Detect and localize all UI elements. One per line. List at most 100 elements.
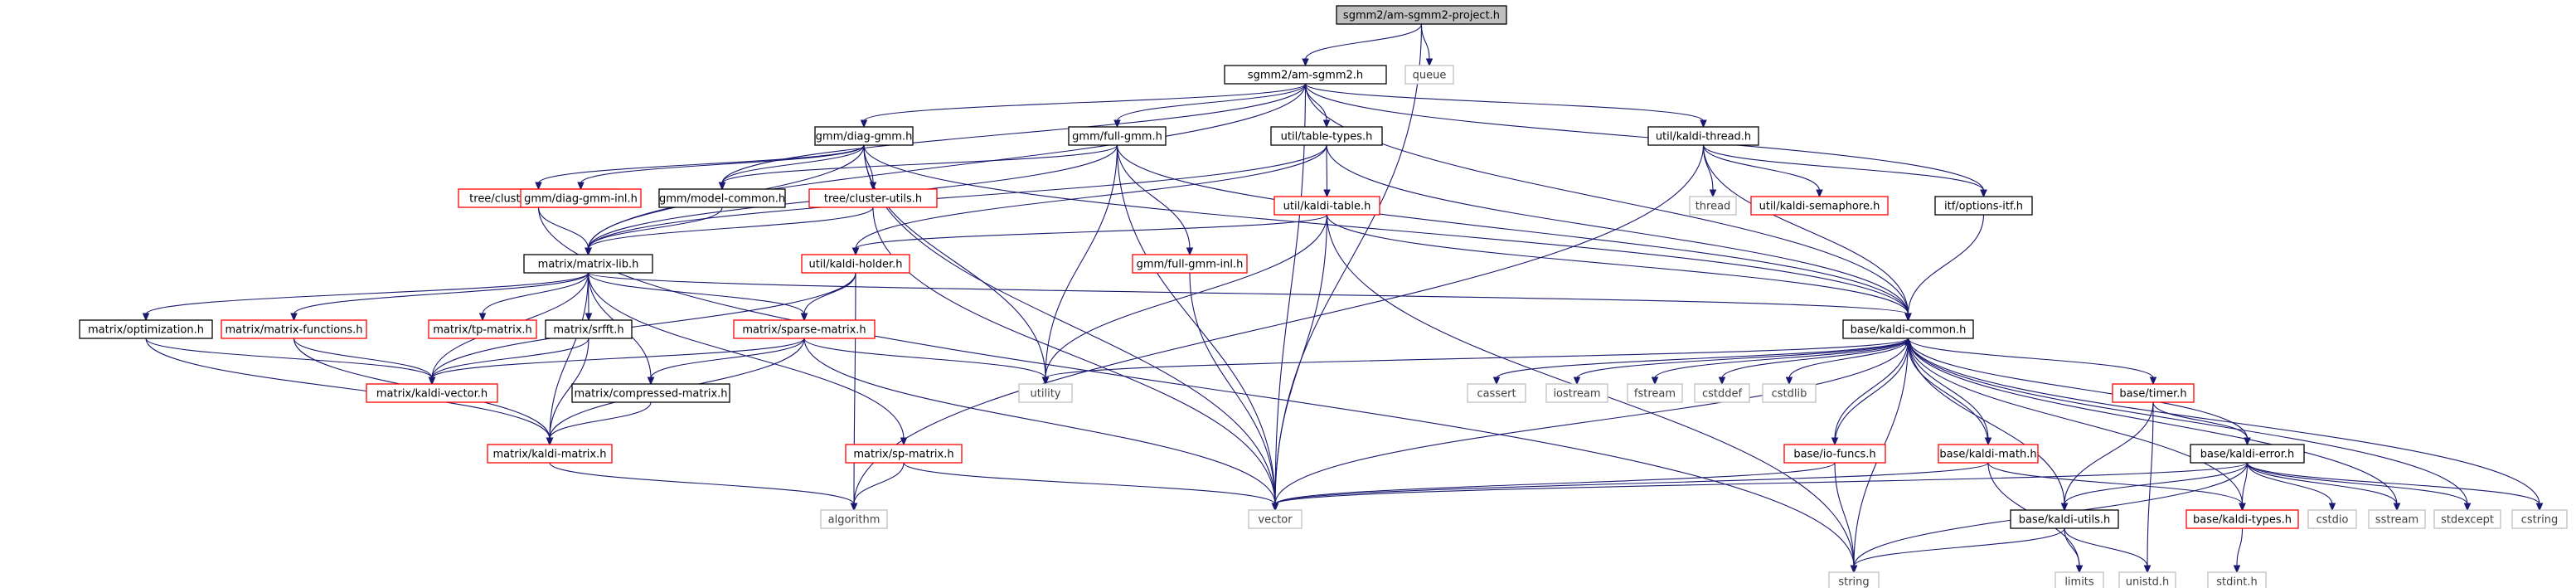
edge-kaldicommon-to-iostream — [1573, 338, 1909, 386]
node-box — [845, 444, 963, 464]
edge-sparsematrix-to-compressed — [647, 338, 805, 386]
node-semaphore[interactable]: util/kaldi-semaphore.h — [1750, 196, 1889, 216]
node-stdexcept: stdexcept — [2433, 509, 2501, 529]
node-box — [1694, 383, 1750, 403]
node-cstdio: cstdio — [2307, 509, 2357, 529]
edge-kaldicommon-to-fstream — [1651, 338, 1909, 386]
node-clusterutils[interactable]: tree/cluster-utils.h — [808, 188, 938, 208]
node-kaldimath[interactable]: base/kaldi-math.h — [1938, 444, 2039, 464]
node-kaldivector[interactable]: matrix/kaldi-vector.h — [366, 383, 498, 403]
node-kaldiholder[interactable]: util/kaldi-holder.h — [801, 254, 910, 274]
edge-amsgmm2-to-modelcommon — [718, 83, 1307, 191]
node-box — [366, 383, 498, 403]
node-srfft[interactable]: matrix/srfft.h — [545, 319, 633, 339]
node-kalditable[interactable]: util/kaldi-table.h — [1273, 196, 1380, 216]
node-label: matrix/sparse-matrix.h — [742, 324, 866, 337]
node-box — [221, 319, 367, 339]
node-label: base/kaldi-types.h — [2193, 514, 2292, 527]
node-tabletypes[interactable]: util/table-types.h — [1270, 126, 1383, 146]
node-kaldithread[interactable]: util/kaldi-thread.h — [1647, 126, 1759, 146]
node-iofuncs[interactable]: base/io-funcs.h — [1783, 444, 1886, 464]
edge-amsgmm2-to-diaggmm — [860, 83, 1307, 129]
node-matrixlib[interactable]: matrix/matrix-lib.h — [523, 254, 653, 274]
node-optionsitf[interactable]: itf/options-itf.h — [1934, 196, 2033, 216]
node-box — [1934, 196, 2033, 216]
node-stdinth: stdint.h — [2207, 571, 2267, 588]
node-label: base/kaldi-math.h — [1939, 449, 2036, 461]
edge-kaldimatrix-to-algorithm — [549, 462, 858, 512]
node-kalditypes[interactable]: base/kaldi-types.h — [2185, 509, 2299, 529]
edge-timer-to-kaldiutils — [2060, 401, 2154, 512]
node-optimization[interactable]: matrix/optimization.h — [79, 319, 213, 339]
node-label: gmm/model-common.h — [659, 193, 785, 206]
edge-kalditable-to-utility — [1041, 214, 1328, 386]
node-label: base/io-funcs.h — [1793, 449, 1875, 461]
node-label: gmm/full-gmm-inl.h — [1137, 259, 1244, 271]
node-matrixfunctions[interactable]: matrix/matrix-functions.h — [221, 319, 367, 339]
edge-kaldicommon-to-cstring — [1907, 338, 2544, 512]
node-box — [1842, 319, 1974, 339]
node-sparsematrix[interactable]: matrix/sparse-matrix.h — [733, 319, 876, 339]
node-fstream: fstream — [1627, 383, 1683, 403]
edge-matrixlib-to-optimization — [142, 272, 589, 322]
edge-kaldithread-to-semaphore — [1702, 144, 1823, 198]
node-box — [1647, 126, 1759, 146]
node-fullgmminl[interactable]: gmm/full-gmm-inl.h — [1132, 254, 1248, 274]
node-kaldicommon[interactable]: base/kaldi-common.h — [1842, 319, 1974, 339]
node-kaldierror[interactable]: base/kaldi-error.h — [2190, 444, 2305, 464]
node-label: itf/options-itf.h — [1944, 201, 2023, 213]
edge-iofuncs-to-string — [1834, 462, 1858, 574]
node-label: matrix/kaldi-matrix.h — [493, 449, 607, 461]
edge-tabletypes-to-kalditable — [1323, 144, 1331, 198]
node-compressed[interactable]: matrix/compressed-matrix.h — [571, 383, 730, 403]
node-thread: thread — [1689, 196, 1737, 216]
node-box — [1627, 383, 1683, 403]
node-root[interactable]: sgmm2/am-sgmm2-project.h — [1336, 5, 1507, 25]
edge-iofuncs-to-vector — [1271, 462, 1836, 512]
node-cstring: cstring — [2511, 509, 2568, 529]
edge-matrixfunctions-to-kaldivector — [293, 338, 436, 386]
node-box — [520, 188, 642, 208]
node-label: gmm/diag-gmm.h — [816, 131, 913, 143]
node-label: matrix/kaldi-vector.h — [376, 388, 488, 401]
edge-kaldierror-to-kalditypes — [2239, 462, 2249, 512]
edge-diaggmm-to-clusterable — [535, 144, 865, 191]
node-box — [1224, 65, 1387, 85]
node-spmatrix[interactable]: matrix/sp-matrix.h — [845, 444, 963, 464]
node-box — [2207, 571, 2267, 588]
node-box — [2010, 509, 2119, 529]
node-kaldiutils[interactable]: base/kaldi-utils.h — [2010, 509, 2119, 529]
node-label: cstring — [2521, 514, 2558, 527]
node-diaggmm[interactable]: gmm/diag-gmm.h — [814, 126, 914, 146]
node-modelcommon[interactable]: gmm/model-common.h — [658, 188, 786, 208]
node-box — [808, 188, 938, 208]
node-fullgmm[interactable]: gmm/full-gmm.h — [1068, 126, 1167, 146]
edge-fullgmm-to-modelcommon — [718, 144, 1118, 191]
node-diaggmminl[interactable]: gmm/diag-gmm-inl.h — [520, 188, 642, 208]
node-timer[interactable]: base/timer.h — [2112, 383, 2195, 403]
node-tpmatrix[interactable]: matrix/tp-matrix.h — [428, 319, 537, 339]
node-box — [1689, 196, 1737, 216]
node-label: vector — [1258, 514, 1293, 527]
node-utility: utility — [1018, 383, 1073, 403]
node-kaldimatrix[interactable]: matrix/kaldi-matrix.h — [487, 444, 613, 464]
node-label: queue — [1413, 70, 1447, 82]
node-label: base/kaldi-common.h — [1851, 324, 1967, 337]
edge-kaldicommon-to-utility — [1041, 338, 1909, 386]
node-label: gmm/full-gmm.h — [1072, 131, 1162, 143]
node-label: sgmm2/am-sgmm2-project.h — [1343, 10, 1500, 22]
node-label: stdint.h — [2216, 576, 2257, 588]
edge-kaldicommon-to-cstdlib — [1785, 338, 1909, 386]
node-amsgmm2[interactable]: sgmm2/am-sgmm2.h — [1224, 65, 1387, 85]
node-label: util/kaldi-table.h — [1283, 201, 1371, 213]
node-box — [820, 509, 888, 529]
edge-sparsematrix-to-kaldivector — [428, 338, 805, 386]
node-box — [733, 319, 876, 339]
edge-diaggmm-to-diaggmminl — [577, 144, 865, 191]
node-box — [814, 126, 914, 146]
edge-kaldicommon-to-cstddef — [1718, 338, 1909, 386]
node-box — [1828, 571, 1880, 588]
node-label: matrix/matrix-functions.h — [225, 324, 362, 337]
node-label: matrix/matrix-lib.h — [538, 259, 639, 271]
node-label: cstdio — [2316, 514, 2349, 527]
